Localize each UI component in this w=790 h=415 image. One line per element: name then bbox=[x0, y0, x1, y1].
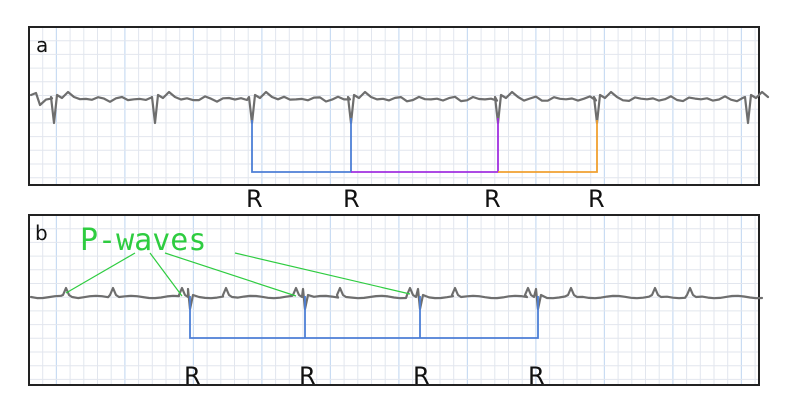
r-peak-label: R bbox=[413, 362, 430, 390]
r-peak-label: R bbox=[588, 185, 605, 213]
panel-a: a R R R R bbox=[28, 26, 770, 213]
p-waves-annotation: P-waves bbox=[80, 223, 206, 258]
r-peak-label: R bbox=[484, 185, 501, 213]
rr-interval-bracket-3 bbox=[498, 120, 598, 173]
p-wave-pointer bbox=[234, 252, 411, 295]
r-peak-label: R bbox=[246, 185, 263, 213]
p-wave-pointer bbox=[65, 252, 136, 294]
panel-b: b P-waves R R R R bbox=[28, 214, 764, 390]
r-peak-label: R bbox=[184, 362, 201, 390]
rr-interval-bracket-1 bbox=[251, 118, 352, 173]
panel-a-grid bbox=[28, 26, 759, 185]
panel-b-ecg-trace bbox=[29, 286, 764, 311]
panel-a-ecg-trace bbox=[29, 90, 770, 125]
panel-b-letter: b bbox=[35, 221, 48, 245]
panel-a-letter: a bbox=[36, 33, 48, 57]
r-peak-label: R bbox=[528, 362, 545, 390]
p-wave-pointers bbox=[65, 252, 411, 297]
r-peak-label: R bbox=[343, 185, 360, 213]
r-peak-label: R bbox=[299, 362, 316, 390]
panel-a-border bbox=[28, 26, 760, 186]
rr-interval-bracket-b bbox=[189, 296, 539, 339]
panel-b-border bbox=[28, 214, 760, 386]
p-wave-pointer bbox=[164, 252, 297, 297]
p-wave-pointer bbox=[149, 252, 183, 297]
